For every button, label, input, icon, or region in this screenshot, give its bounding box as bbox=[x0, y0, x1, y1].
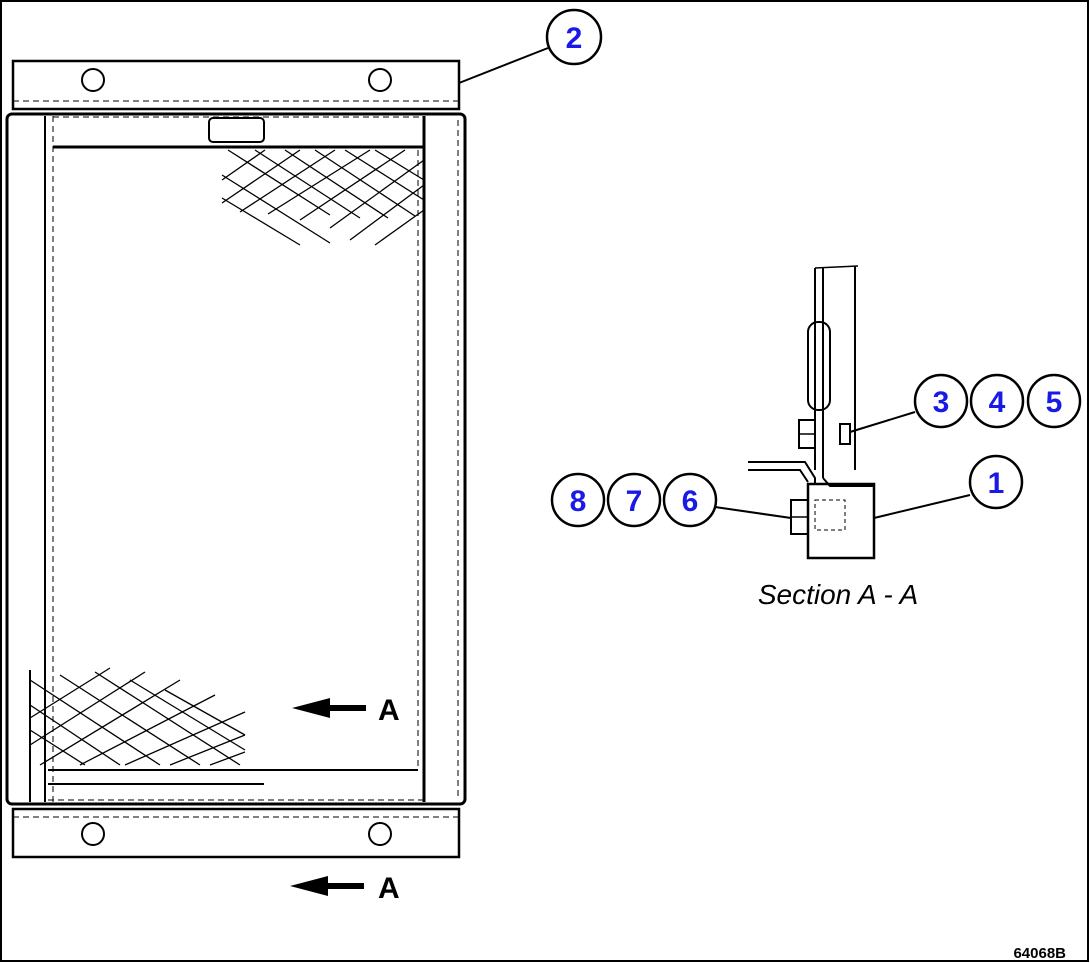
mounting-hole bbox=[81, 68, 105, 92]
section-detail bbox=[748, 265, 876, 560]
mounting-hole bbox=[368, 68, 392, 92]
frame-body bbox=[5, 112, 467, 806]
adjustment-slot bbox=[807, 321, 831, 411]
mounting-hole bbox=[368, 822, 392, 846]
callout-1: 1 bbox=[873, 454, 1024, 519]
svg-text:1: 1 bbox=[988, 467, 1005, 500]
section-arrow-letter: A bbox=[378, 694, 400, 727]
section-label: Section A - A bbox=[758, 579, 918, 610]
callout-6: 6 bbox=[682, 485, 699, 518]
bottom-mounting-bar bbox=[11, 807, 461, 859]
callout-7: 7 bbox=[626, 485, 643, 518]
svg-text:2: 2 bbox=[566, 22, 583, 55]
callout-5: 5 bbox=[1046, 386, 1063, 419]
callout-3: 3 bbox=[933, 386, 950, 419]
callout-2: 2 bbox=[458, 8, 603, 84]
callout-4: 4 bbox=[989, 386, 1006, 419]
callout-group-3-4-5: 3 4 5 bbox=[849, 373, 1082, 433]
callout-8: 8 bbox=[570, 485, 587, 518]
section-arrow-lower: A bbox=[290, 872, 400, 905]
mesh-screen-upper bbox=[221, 149, 425, 246]
screen-assembly bbox=[5, 59, 467, 859]
mounting-hole bbox=[81, 822, 105, 846]
mesh-screen-lower bbox=[29, 667, 246, 766]
top-mounting-bar bbox=[11, 59, 461, 111]
mounting-block bbox=[806, 482, 876, 560]
callout-group-8-7-6: 8 7 6 bbox=[550, 472, 792, 528]
top-tab bbox=[208, 117, 265, 143]
section-arrow-upper: A bbox=[292, 694, 400, 727]
figure-id: 64068B bbox=[1013, 945, 1066, 962]
section-arrow-letter: A bbox=[378, 872, 400, 905]
